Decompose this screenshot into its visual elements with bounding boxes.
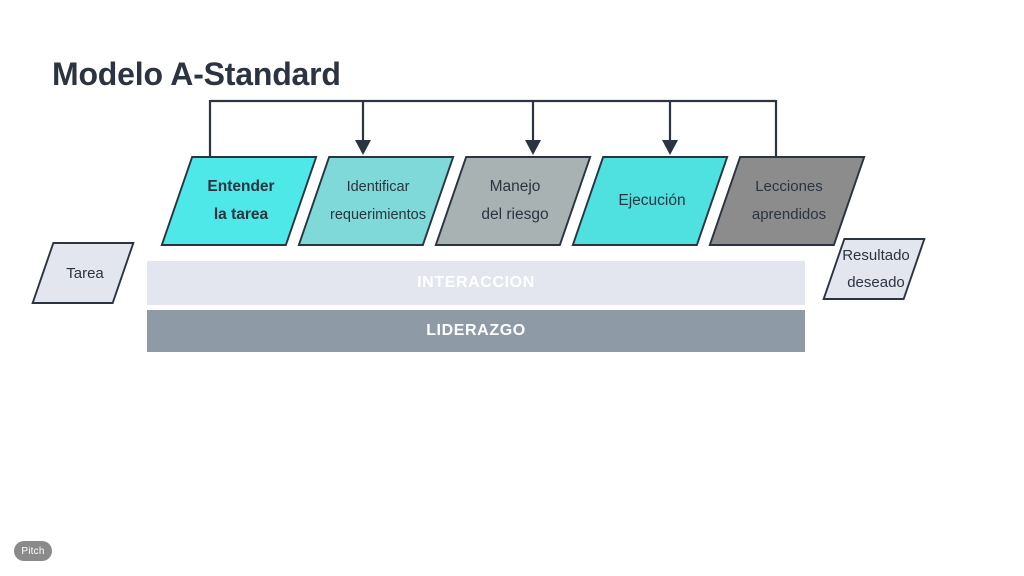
input-label-line1: Tarea <box>66 264 104 282</box>
band-label: INTERACCION <box>417 274 535 291</box>
stage-label-line2: del riesgo <box>481 206 549 223</box>
page-title: Modelo A-Standard <box>52 56 341 92</box>
stage-label: Manejo del riesgo <box>452 158 578 244</box>
connector-arrow-1-head <box>355 140 371 155</box>
stage-entender-la-tarea[interactable]: Entender la tarea <box>160 156 318 246</box>
stage-label-line2: aprendidos <box>751 206 827 223</box>
stage-label: Ejecución <box>589 158 715 244</box>
output-label: Resultado deseado <box>827 240 925 298</box>
band-label: LIDERAZGO <box>426 322 526 339</box>
stage-label: Entender la tarea <box>178 158 304 244</box>
output-label-line1: Resultado <box>842 247 910 264</box>
stage-label-line1: Identificar <box>346 179 410 195</box>
stage-label-line2: la tarea <box>213 206 269 223</box>
stage-label-line1: Manejo <box>489 178 541 195</box>
stage-label: Lecciones aprendidos <box>726 158 852 244</box>
stage-label-line1: Lecciones <box>755 178 823 195</box>
connector-arrow-3-head <box>662 140 678 155</box>
connector-arrow-2-head <box>525 140 541 155</box>
output-resultado-deseado[interactable]: Resultado deseado <box>822 238 926 300</box>
pitch-watermark-label: Pitch <box>21 545 45 557</box>
input-tarea[interactable]: Tarea <box>31 242 135 304</box>
stage-label-line2: requerimientos <box>330 207 426 223</box>
stage-label-line1: Entender <box>207 178 275 195</box>
output-label-line2: deseado <box>847 274 905 291</box>
stage-label-line1: Ejecución <box>618 192 686 209</box>
band-interaccion[interactable]: INTERACCION <box>147 261 805 305</box>
stage-label: Identificar requerimientos <box>315 158 441 244</box>
stage-lecciones-aprendidos[interactable]: Lecciones aprendidos <box>708 156 866 246</box>
stage-identificar-requerimientos[interactable]: Identificar requerimientos <box>297 156 455 246</box>
input-label: Tarea <box>36 244 134 302</box>
stage-ejecucion[interactable]: Ejecución <box>571 156 729 246</box>
stage-manejo-del-riesgo[interactable]: Manejo del riesgo <box>434 156 592 246</box>
band-liderazgo[interactable]: LIDERAZGO <box>147 310 805 352</box>
pitch-watermark-badge[interactable]: Pitch <box>14 541 52 561</box>
